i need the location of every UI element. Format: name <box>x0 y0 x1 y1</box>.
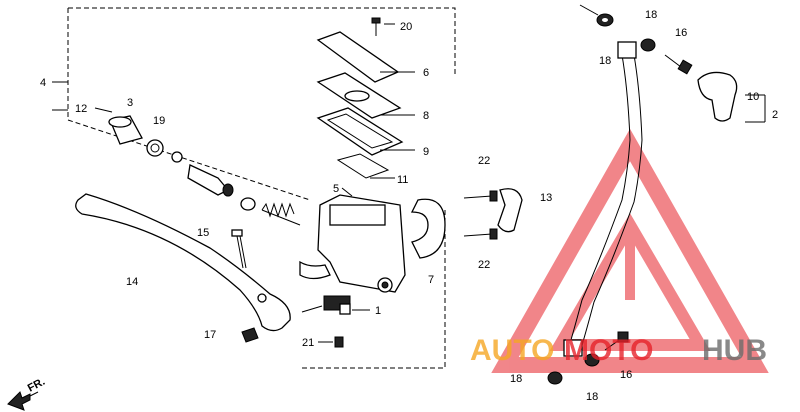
label-part-17: 17 <box>204 329 216 341</box>
bolt-22-upper <box>463 190 498 202</box>
label-part-18-bottom-right: 18 <box>586 391 598 403</box>
washer <box>171 151 183 163</box>
watermark-text: AUTO MOTO HUB <box>470 334 767 367</box>
bracket <box>497 188 523 233</box>
bolt-22-lower <box>463 228 498 240</box>
label-part-15: 15 <box>197 227 209 239</box>
master-cylinder-body <box>299 194 406 293</box>
watermark-auto: AUTO <box>470 334 554 367</box>
front-direction-arrow: FR. <box>7 376 47 411</box>
screw-20 <box>371 17 395 36</box>
label-part-16-top: 16 <box>675 27 687 39</box>
label-part-9: 9 <box>423 146 429 158</box>
float-plate <box>336 153 395 179</box>
clamp-holder <box>410 198 446 259</box>
reservoir-plate <box>316 72 415 119</box>
screw-21 <box>318 336 344 348</box>
part-labels: 20 6 8 9 11 5 7 1 21 4 12 3 19 15 14 17 … <box>40 9 778 403</box>
washer-18-top-right <box>640 38 656 52</box>
label-part-3: 3 <box>127 97 133 109</box>
label-part-13: 13 <box>540 192 552 204</box>
piston-boot <box>94 107 143 145</box>
label-part-21: 21 <box>302 337 314 349</box>
watermark-logo <box>491 128 769 373</box>
label-part-7: 7 <box>428 274 434 286</box>
brake-lever <box>75 193 291 332</box>
piston <box>187 164 234 197</box>
label-part-18-top-right: 18 <box>645 9 657 21</box>
direction-label: FR. <box>26 376 47 395</box>
banjo-bolt-top <box>664 54 693 75</box>
diaphragm <box>316 107 415 156</box>
label-part-8: 8 <box>423 110 429 122</box>
pivot-bolt <box>231 229 247 269</box>
label-part-5: 5 <box>333 183 339 195</box>
circlip <box>146 139 164 157</box>
watermark-moto: MOTO <box>564 334 653 367</box>
brake-switch <box>323 295 370 315</box>
banjo-bolt-bottom <box>604 331 629 351</box>
hose-cover <box>697 71 766 123</box>
washer-18-bottom-right <box>584 353 600 367</box>
label-part-11: 11 <box>397 174 408 186</box>
reservoir-cap <box>316 31 415 83</box>
label-part-18-top-left: 18 <box>599 55 611 67</box>
label-part-12: 12 <box>75 103 87 115</box>
label-part-22-lower: 22 <box>478 259 490 271</box>
washer-18-bottom-left <box>547 371 563 385</box>
label-part-16-bottom: 16 <box>620 369 632 381</box>
washer-18-top-left <box>596 13 614 27</box>
cup-seal <box>240 197 256 211</box>
label-part-19: 19 <box>153 115 165 127</box>
label-part-18-bottom-left: 18 <box>510 373 522 385</box>
brake-hose <box>563 41 643 357</box>
label-part-20: 20 <box>400 21 412 33</box>
leader-lines <box>25 4 599 399</box>
watermark-hub: HUB <box>702 334 767 367</box>
label-part-14: 14 <box>126 276 138 288</box>
label-part-22-upper: 22 <box>478 155 490 167</box>
label-part-6: 6 <box>423 67 429 79</box>
label-part-10: 10 <box>747 91 759 103</box>
return-spring <box>261 202 301 226</box>
label-part-4: 4 <box>40 77 46 89</box>
label-part-1: 1 <box>375 305 381 317</box>
pivot-nut <box>241 327 259 343</box>
assembly-outline <box>52 7 456 369</box>
label-part-2: 2 <box>772 109 778 121</box>
